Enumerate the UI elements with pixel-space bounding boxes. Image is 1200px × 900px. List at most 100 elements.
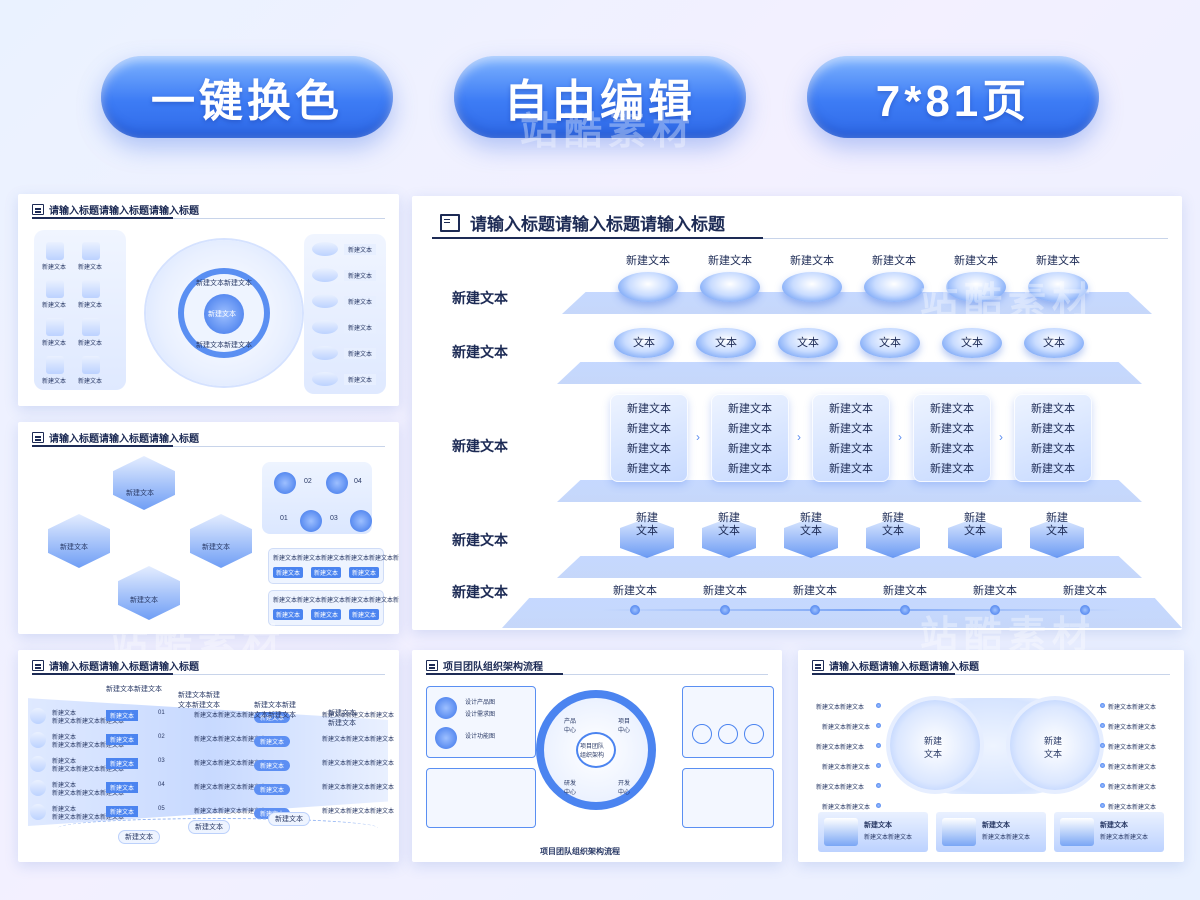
item-text: 设计产品图 [465, 700, 496, 706]
title-rule [426, 673, 768, 675]
right-item: 新建文本新建文本 [1108, 705, 1157, 711]
box-line: 新建文本 [829, 403, 873, 415]
document-icon [440, 213, 460, 232]
cloud-icon [312, 268, 338, 282]
box-line: 新建文本 [627, 423, 671, 435]
slide-thumbnail-4[interactable]: 项目团队组织架构流程 设计产品图 设计需求图 设计功能图 项目团队 组织架构 产… [412, 650, 782, 862]
badge-label: 7*81页 [875, 77, 1031, 126]
top-label: 新建文本 [790, 255, 834, 267]
left-bottom-panel [426, 768, 536, 828]
right-item: 新建文本 [344, 374, 377, 385]
circle-icon [300, 510, 322, 532]
badge-free-edit: 自由编辑 [454, 56, 746, 138]
chevron-right-icon: › [696, 430, 700, 444]
item-number: 01 [158, 710, 165, 716]
badge-label: 一键换色 [151, 77, 343, 126]
tag: 新建文本 [273, 567, 304, 578]
cloud-label: 文本 [961, 337, 983, 349]
cube-icon [866, 518, 920, 558]
badge-label: 自由编辑 [504, 77, 696, 126]
bottom-title: 新建文本 [1100, 822, 1128, 829]
item-text: 新建文本新建文本新建文本 [322, 737, 395, 743]
timeline-dot [720, 605, 730, 615]
cube-icon [46, 280, 64, 298]
right-item: 新建文本新建文本 [1108, 725, 1157, 731]
bullet-dot [1100, 783, 1105, 788]
bubble [692, 724, 712, 744]
slide-main-preview[interactable]: 请输入标题请输入标题请输入标题 新建文本 新建文本 新建文本 新建文本 新建文本… [412, 196, 1182, 630]
item-desc: 新建文本新建文本新建文本 [52, 815, 125, 821]
circle-icon [30, 708, 46, 724]
timeline [602, 609, 1122, 611]
right-item: 新建文本新建文本 [1108, 805, 1157, 811]
cloud-icon [312, 372, 338, 386]
bullet-dot [1100, 723, 1105, 728]
item-tag: 新建文本 [106, 758, 139, 769]
cube-icon [82, 280, 100, 298]
circle-icon [326, 472, 348, 494]
cloud-icon [696, 328, 756, 358]
node-bottom [118, 566, 180, 620]
circle-icon [30, 732, 46, 748]
item-pill: 新建文本 [254, 736, 291, 747]
timeline-dot [630, 605, 640, 615]
disc-icon [864, 272, 924, 302]
funnel-band [28, 698, 388, 826]
right-item: 新建文本 [344, 296, 377, 307]
bottom-desc: 新建文本新建文本 [1100, 835, 1149, 841]
left-item: 新建文本 [42, 303, 67, 309]
tag: 新建文本 [311, 609, 342, 620]
item-tag: 新建文本 [106, 782, 139, 793]
slide-title: 请输入标题请输入标题请输入标题 [32, 202, 199, 217]
bottom-desc: 新建文本新建文本 [982, 835, 1031, 841]
document-icon [32, 432, 44, 443]
disc-icon [1028, 272, 1088, 302]
cloud-label: 文本 [797, 337, 819, 349]
item-text: 新建文本新建文本新建文本 [194, 761, 267, 767]
cube-icon [46, 242, 64, 260]
cloud-icon [824, 818, 858, 846]
title-rule [32, 673, 385, 675]
item-text: 新建文本 [52, 711, 77, 717]
box-line: 新建文本 [829, 423, 873, 435]
cloud-icon [312, 294, 338, 308]
right-item: 新建文本 [344, 348, 377, 359]
slide-thumbnail-2[interactable]: 请输入标题请输入标题请输入标题 新建文本 新建文本 新建文本 新建文本 02 0… [18, 422, 399, 634]
cube-label: 新建 文本 [1046, 512, 1068, 537]
tag: 新建文本 [311, 567, 342, 578]
slide-title: 请输入标题请输入标题请输入标题 [32, 430, 199, 445]
cloud-icon [312, 346, 338, 360]
cloud-icon [942, 818, 976, 846]
node-label: 新建文本 [126, 490, 154, 497]
slide-thumbnail-1[interactable]: 请输入标题请输入标题请输入标题 新建文本新建文本新建文本新建文本新建文本新建文本… [18, 194, 399, 406]
bullet-dot [1100, 743, 1105, 748]
info-box: 新建文本新建文本新建文本新建文本 [711, 394, 789, 482]
cloud-icon [1024, 328, 1084, 358]
item-tag: 新建文本 [106, 806, 139, 817]
number-label: 04 [354, 478, 362, 485]
bullet-dot [876, 763, 881, 768]
item-pill: 新建文本 [254, 784, 291, 795]
item-text: 新建文本 [52, 759, 77, 765]
chevron-right-icon: › [999, 430, 1003, 444]
slide-thumbnail-5[interactable]: 请输入标题请输入标题请输入标题 新建 文本 新建 文本 新建文本新建文本新建文本… [798, 650, 1184, 862]
right-item: 新建文本 [344, 322, 377, 333]
left-item: 新建文本新建文本 [822, 725, 871, 731]
item-text: 新建文本新建文本新建文本 [194, 809, 267, 815]
item-text: 新建文本 [52, 735, 77, 741]
top-note: 新建文本新建文本 [106, 686, 162, 693]
center-top-text: 新建文本新建文本 [196, 280, 252, 287]
item-text: 设计功能图 [465, 734, 496, 740]
cube-label: 新建 文本 [800, 512, 822, 537]
number-label: 02 [304, 478, 312, 485]
circle-label: 新建 文本 [1044, 736, 1063, 759]
tag: 新建文本 [349, 567, 380, 578]
left-item: 新建文本新建文本 [822, 765, 871, 771]
bubble [744, 724, 764, 744]
right-item: 新建文本新建文本 [1108, 745, 1157, 751]
badge-page-count: 7*81页 [807, 56, 1099, 138]
cube-label: 新建 文本 [636, 512, 658, 537]
platform-5 [502, 598, 1182, 628]
box-line: 新建文本 [627, 443, 671, 455]
